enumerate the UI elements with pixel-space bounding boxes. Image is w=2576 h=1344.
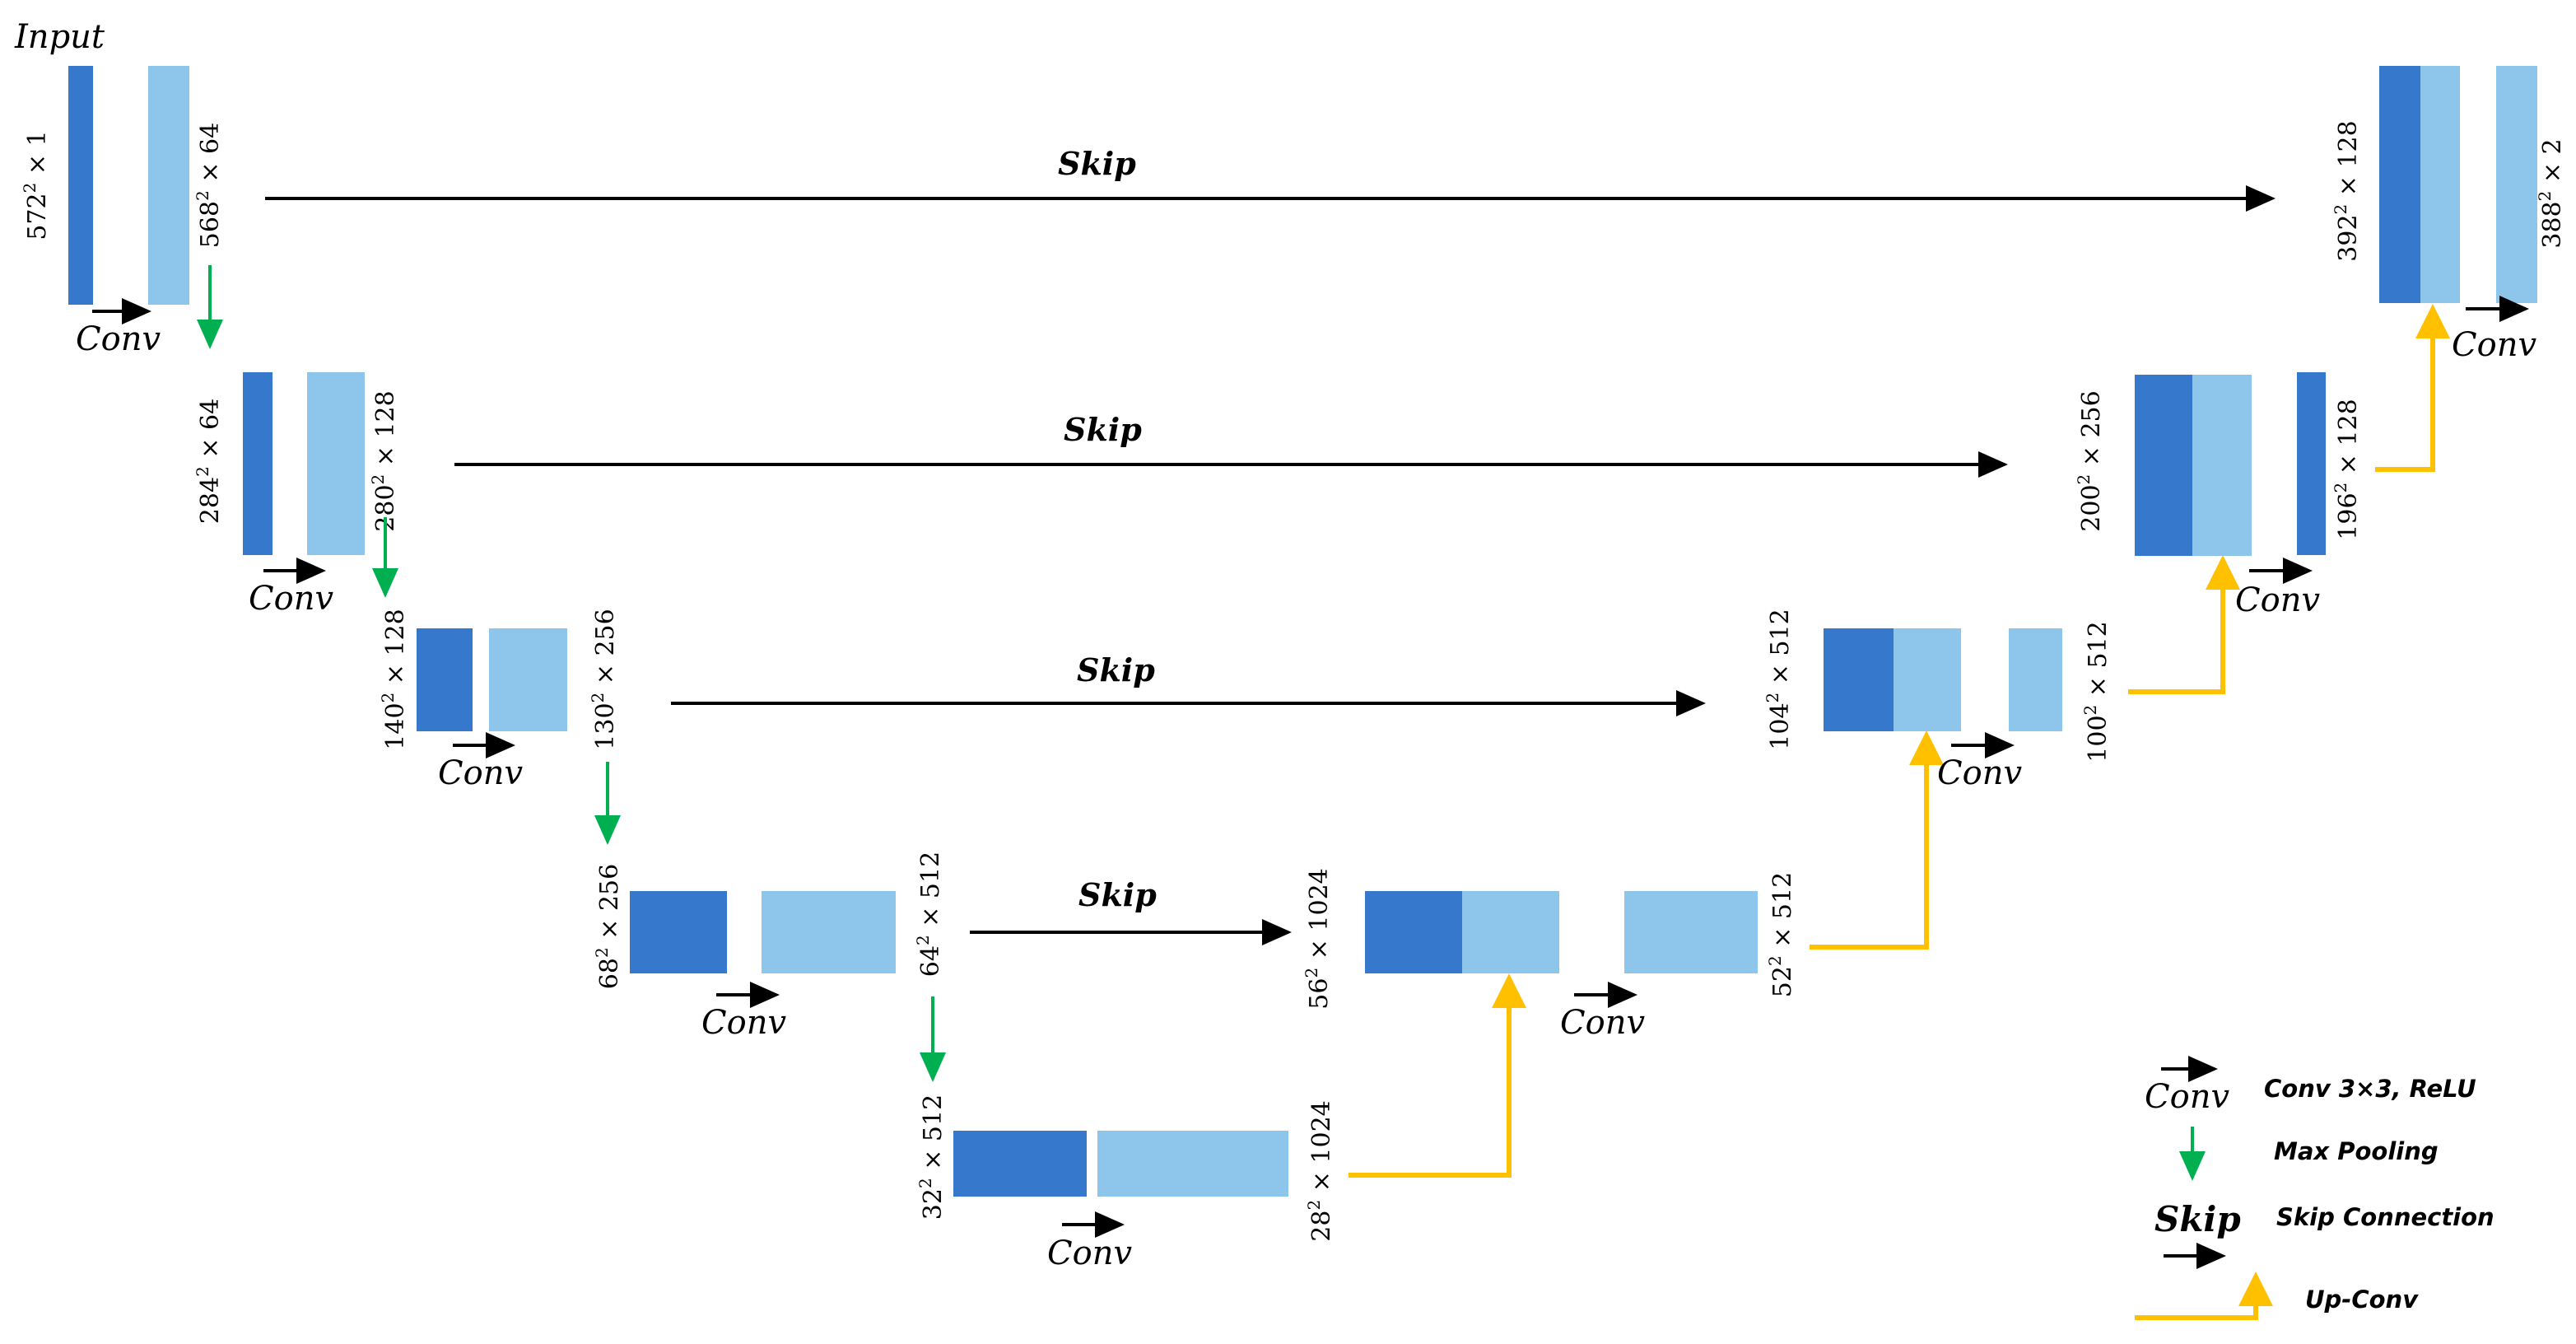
conv-label: Conv (438, 754, 523, 792)
conv-label: Conv (2452, 326, 2536, 364)
legend-upconv-desc: Up-Conv (2305, 1286, 2419, 1314)
skip-label: Skip (1064, 411, 1142, 448)
skip-label: Skip (1058, 145, 1136, 182)
conv-label: Conv (2235, 581, 2320, 619)
enc3-conv-block (489, 628, 567, 731)
dim-284x64: 2842 × 64 (193, 399, 225, 524)
dim-568x64: 5682 × 64 (193, 123, 225, 248)
dec4-concat-light-block (1462, 891, 1559, 973)
conv-label: Conv (76, 320, 161, 358)
dec4-conv-block (1624, 891, 1758, 973)
dim-68x256: 682 × 256 (592, 864, 624, 989)
enc1-conv-block (148, 66, 189, 305)
dec2-concat-light-block (2192, 375, 2252, 556)
legend-conv-symbol: Conv (2145, 1078, 2229, 1116)
dim-28x1024: 282 × 1024 (1304, 1100, 1336, 1241)
upconv-arrow (1349, 973, 1526, 1178)
conv-label: Conv (1560, 1004, 1645, 1042)
dec2-conv-block (2297, 372, 2326, 555)
dim-130x256: 1302 × 256 (588, 609, 620, 749)
dec3-concat-dark-block (1824, 628, 1894, 731)
dim-100x512: 1002 × 512 (2080, 621, 2113, 762)
enc3-pooled-block (417, 628, 473, 731)
dim-140x128: 1402 × 128 (378, 609, 410, 749)
dec3-concat-light-block (1894, 628, 1961, 731)
legend-upconv-arrow (2135, 1272, 2273, 1320)
legend-skip-symbol: Skip (2154, 1199, 2241, 1239)
dec1-concat-light-block (2420, 66, 2460, 303)
dim-56x1024: 562 × 1024 (1302, 868, 1334, 1009)
dim-388x2: 3882 × 2 (2535, 138, 2567, 248)
input-label: Input (14, 18, 105, 56)
upconv-arrow (1810, 730, 1944, 950)
legend-conv-desc: Conv 3×3, ReLU (2264, 1075, 2476, 1103)
dim-280x128: 2802 × 128 (368, 390, 400, 531)
skip-label: Skip (1077, 651, 1155, 688)
upconv-arrow (2375, 304, 2450, 472)
dim-32x512: 322 × 512 (915, 1094, 948, 1220)
enc4-conv-block (762, 891, 896, 973)
enc2-conv-block (307, 372, 365, 555)
dec2-concat-dark-block (2135, 375, 2192, 556)
enc1-input-block (68, 66, 93, 305)
enc2-pooled-block (243, 372, 273, 555)
dim-572x1: 5722 × 1 (20, 130, 52, 240)
legend-pool-desc: Max Pooling (2274, 1137, 2439, 1165)
legend: Conv Conv 3×3, ReLU Max Pooling Skip Ski… (2135, 1056, 2494, 1320)
dim-104x512: 1042 × 512 (1763, 609, 1795, 749)
dim-52x512: 522 × 512 (1765, 872, 1797, 997)
upconv-arrow (2128, 555, 2240, 694)
dec4-concat-dark-block (1365, 891, 1462, 973)
conv-label: Conv (701, 1004, 786, 1042)
dim-392x128: 3922 × 128 (2331, 120, 2363, 261)
conv-label: Conv (1047, 1234, 1132, 1272)
dec3-conv-block (2009, 628, 2062, 731)
dec1-concat-dark-block (2379, 66, 2420, 303)
dec1-output-block (2496, 66, 2537, 303)
dim-200x256: 2002 × 256 (2074, 390, 2106, 531)
enc4-pooled-block (630, 891, 727, 973)
bottleneck-pooled-block (953, 1131, 1087, 1197)
skip-label: Skip (1078, 876, 1157, 913)
legend-skip-desc: Skip Connection (2276, 1203, 2494, 1231)
dim-196x128: 1962 × 128 (2331, 399, 2363, 539)
conv-label: Conv (249, 580, 333, 618)
bottleneck-conv-block (1097, 1131, 1288, 1197)
conv-label: Conv (1937, 754, 2022, 792)
dim-64x512: 642 × 512 (913, 852, 945, 977)
